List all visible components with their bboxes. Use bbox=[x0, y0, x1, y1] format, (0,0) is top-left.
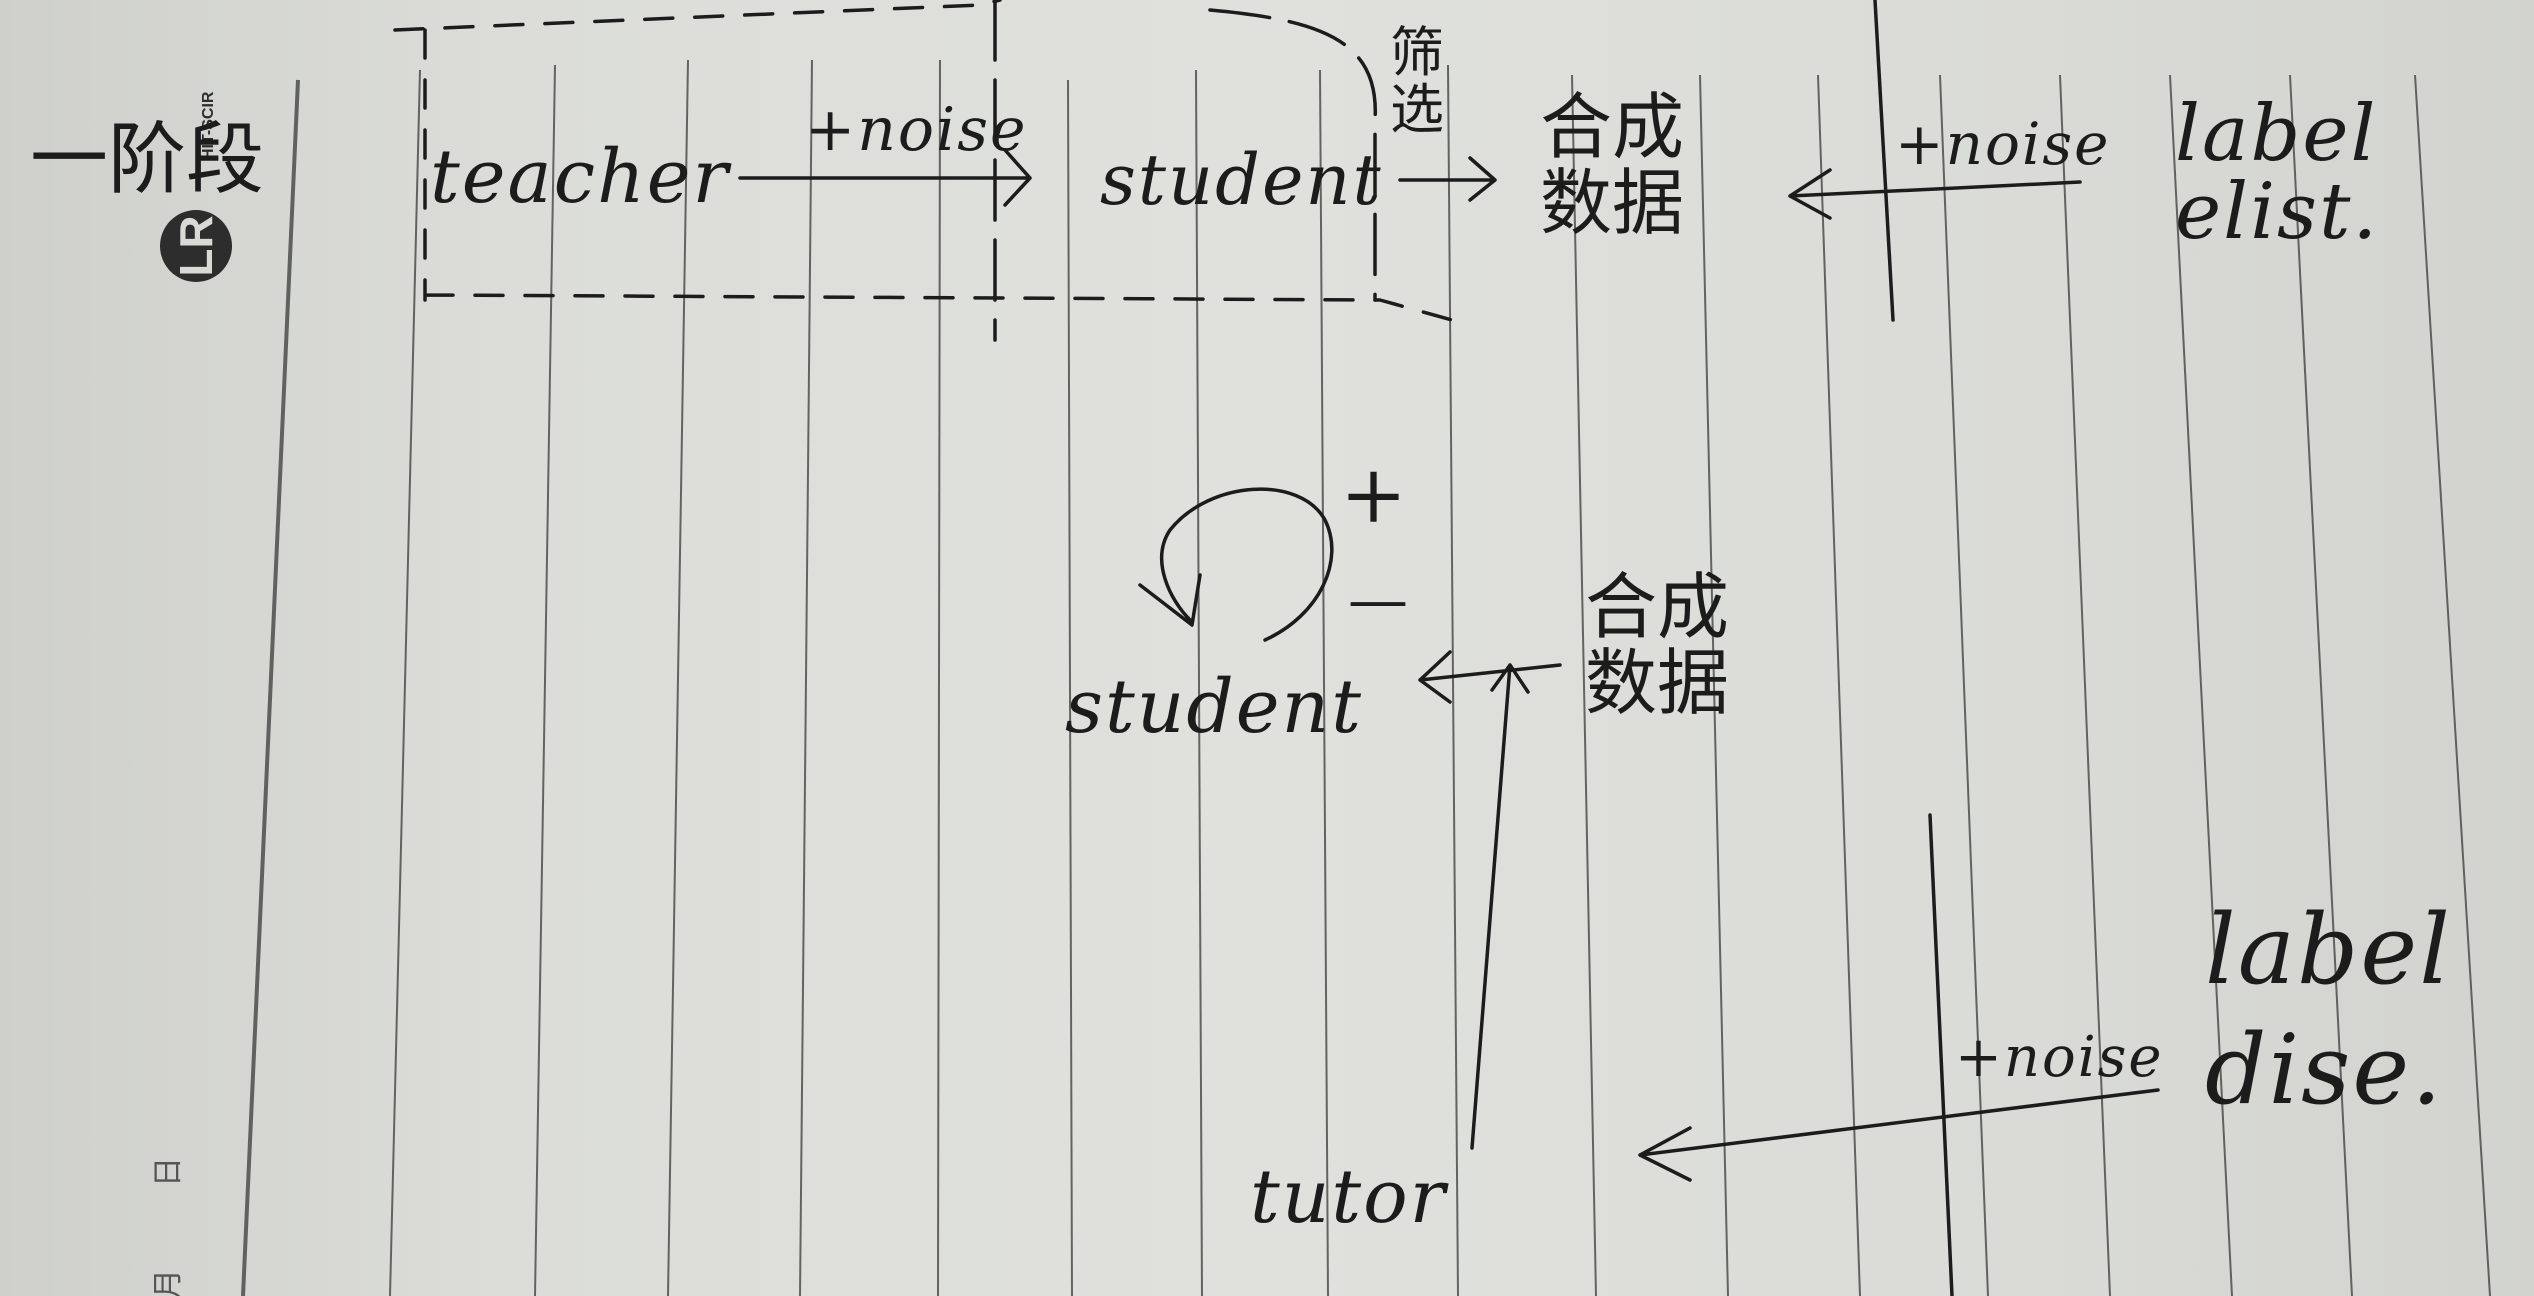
stage1-noise-top: +noise bbox=[805, 95, 1028, 165]
stage1-bracket bbox=[993, 0, 1377, 342]
stage2-tutor: tutor bbox=[1250, 1154, 1448, 1240]
margin-mark-day: 日 bbox=[151, 1157, 186, 1187]
stage2-noise: +noise bbox=[1955, 1025, 2164, 1090]
stage1-synthetic-data: 合成数据 bbox=[1540, 85, 1685, 245]
stage2-synthetic-data: 合成数据 bbox=[1585, 565, 1730, 725]
stage2-separator bbox=[1928, 813, 1954, 1296]
stage2-minus: — bbox=[1348, 565, 1410, 635]
stage2-label-dise: label dise. bbox=[2205, 894, 2452, 1126]
arrow-data-to-student bbox=[1418, 650, 1562, 704]
stage1-separator bbox=[1873, 0, 1895, 322]
arrow-label-to-data bbox=[1788, 168, 2082, 220]
arrow-label-to-tutor bbox=[1638, 1088, 2160, 1182]
stage1-teacher: teacher bbox=[430, 134, 730, 220]
stage1-student: student bbox=[1100, 139, 1383, 221]
arrow-student-to-data bbox=[1398, 156, 1497, 202]
stage1-noise-right: +noise bbox=[1895, 110, 2111, 178]
stage2-student: student bbox=[1065, 664, 1363, 750]
arrow-teacher-to-student bbox=[738, 148, 1032, 207]
arrow-tutor-to-student bbox=[1470, 663, 1530, 1150]
stage2-plus: + bbox=[1340, 448, 1410, 541]
stage-label: 一阶段 bbox=[30, 115, 265, 205]
stage1-label-elist: label elist. bbox=[2175, 89, 2380, 257]
margin-mark-month: 月 bbox=[151, 1269, 186, 1296]
logo-mark: LR bbox=[160, 210, 232, 282]
stage2-loop-arrow bbox=[1138, 487, 1334, 642]
stage1-filter: 筛选 bbox=[1390, 21, 1444, 141]
